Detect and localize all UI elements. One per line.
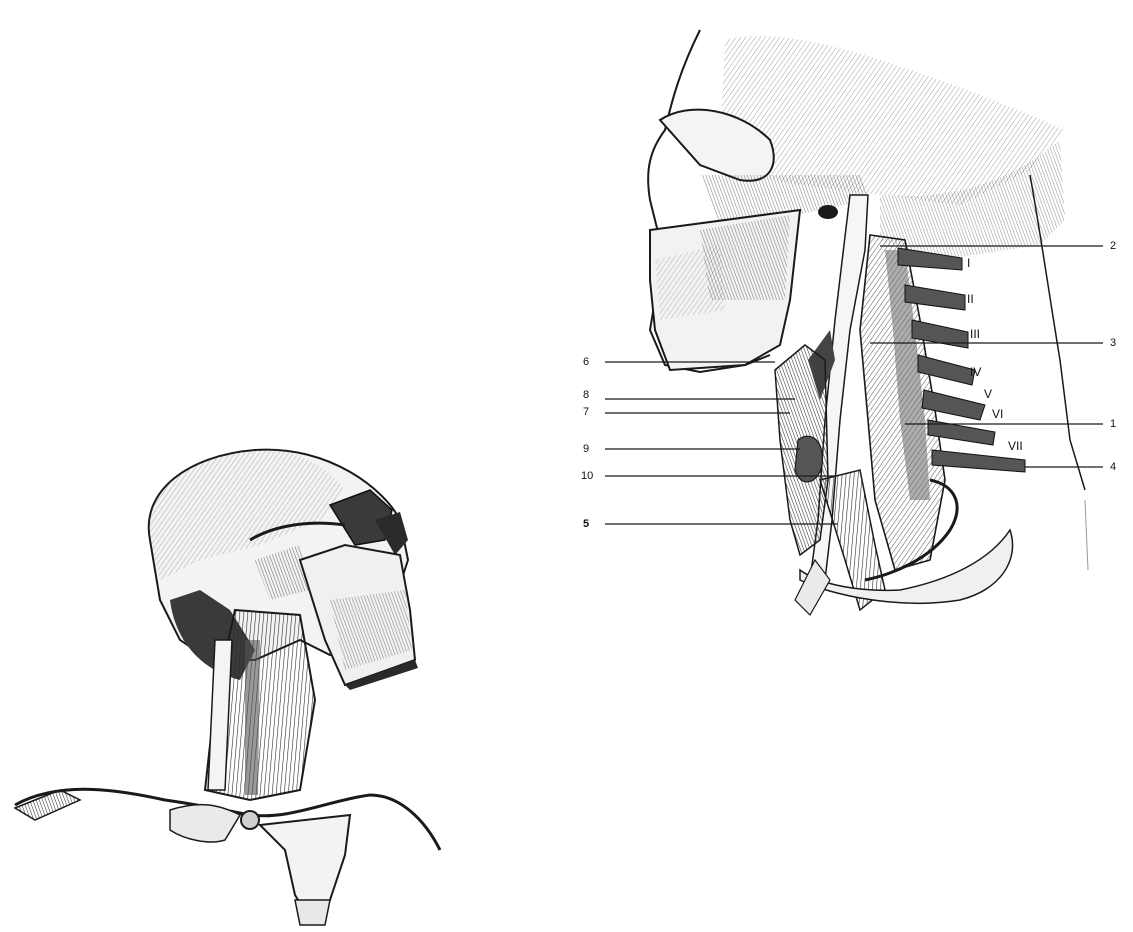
vertebra-label-IV: IV bbox=[970, 366, 981, 379]
callout-2: 2 bbox=[1110, 240, 1116, 252]
callout-9: 9 bbox=[583, 443, 589, 455]
callout-8: 8 bbox=[583, 389, 589, 401]
vertebra-label-V: V bbox=[984, 388, 992, 401]
callout-1: 1 bbox=[1110, 418, 1116, 430]
vertebra-label-VII: VII bbox=[1008, 440, 1023, 453]
callout-6: 6 bbox=[583, 356, 589, 368]
callout-7: 7 bbox=[583, 406, 589, 418]
callout-3: 3 bbox=[1110, 337, 1116, 349]
vertebra-label-VI: VI bbox=[992, 408, 1003, 421]
vertebra-label-I: I bbox=[967, 257, 970, 270]
callout-5: 5 bbox=[583, 518, 589, 530]
vertebra-label-III: III bbox=[970, 328, 980, 341]
callout-10: 10 bbox=[581, 470, 593, 482]
callout-4: 4 bbox=[1110, 461, 1116, 473]
vertebra-label-II: II bbox=[967, 293, 974, 306]
